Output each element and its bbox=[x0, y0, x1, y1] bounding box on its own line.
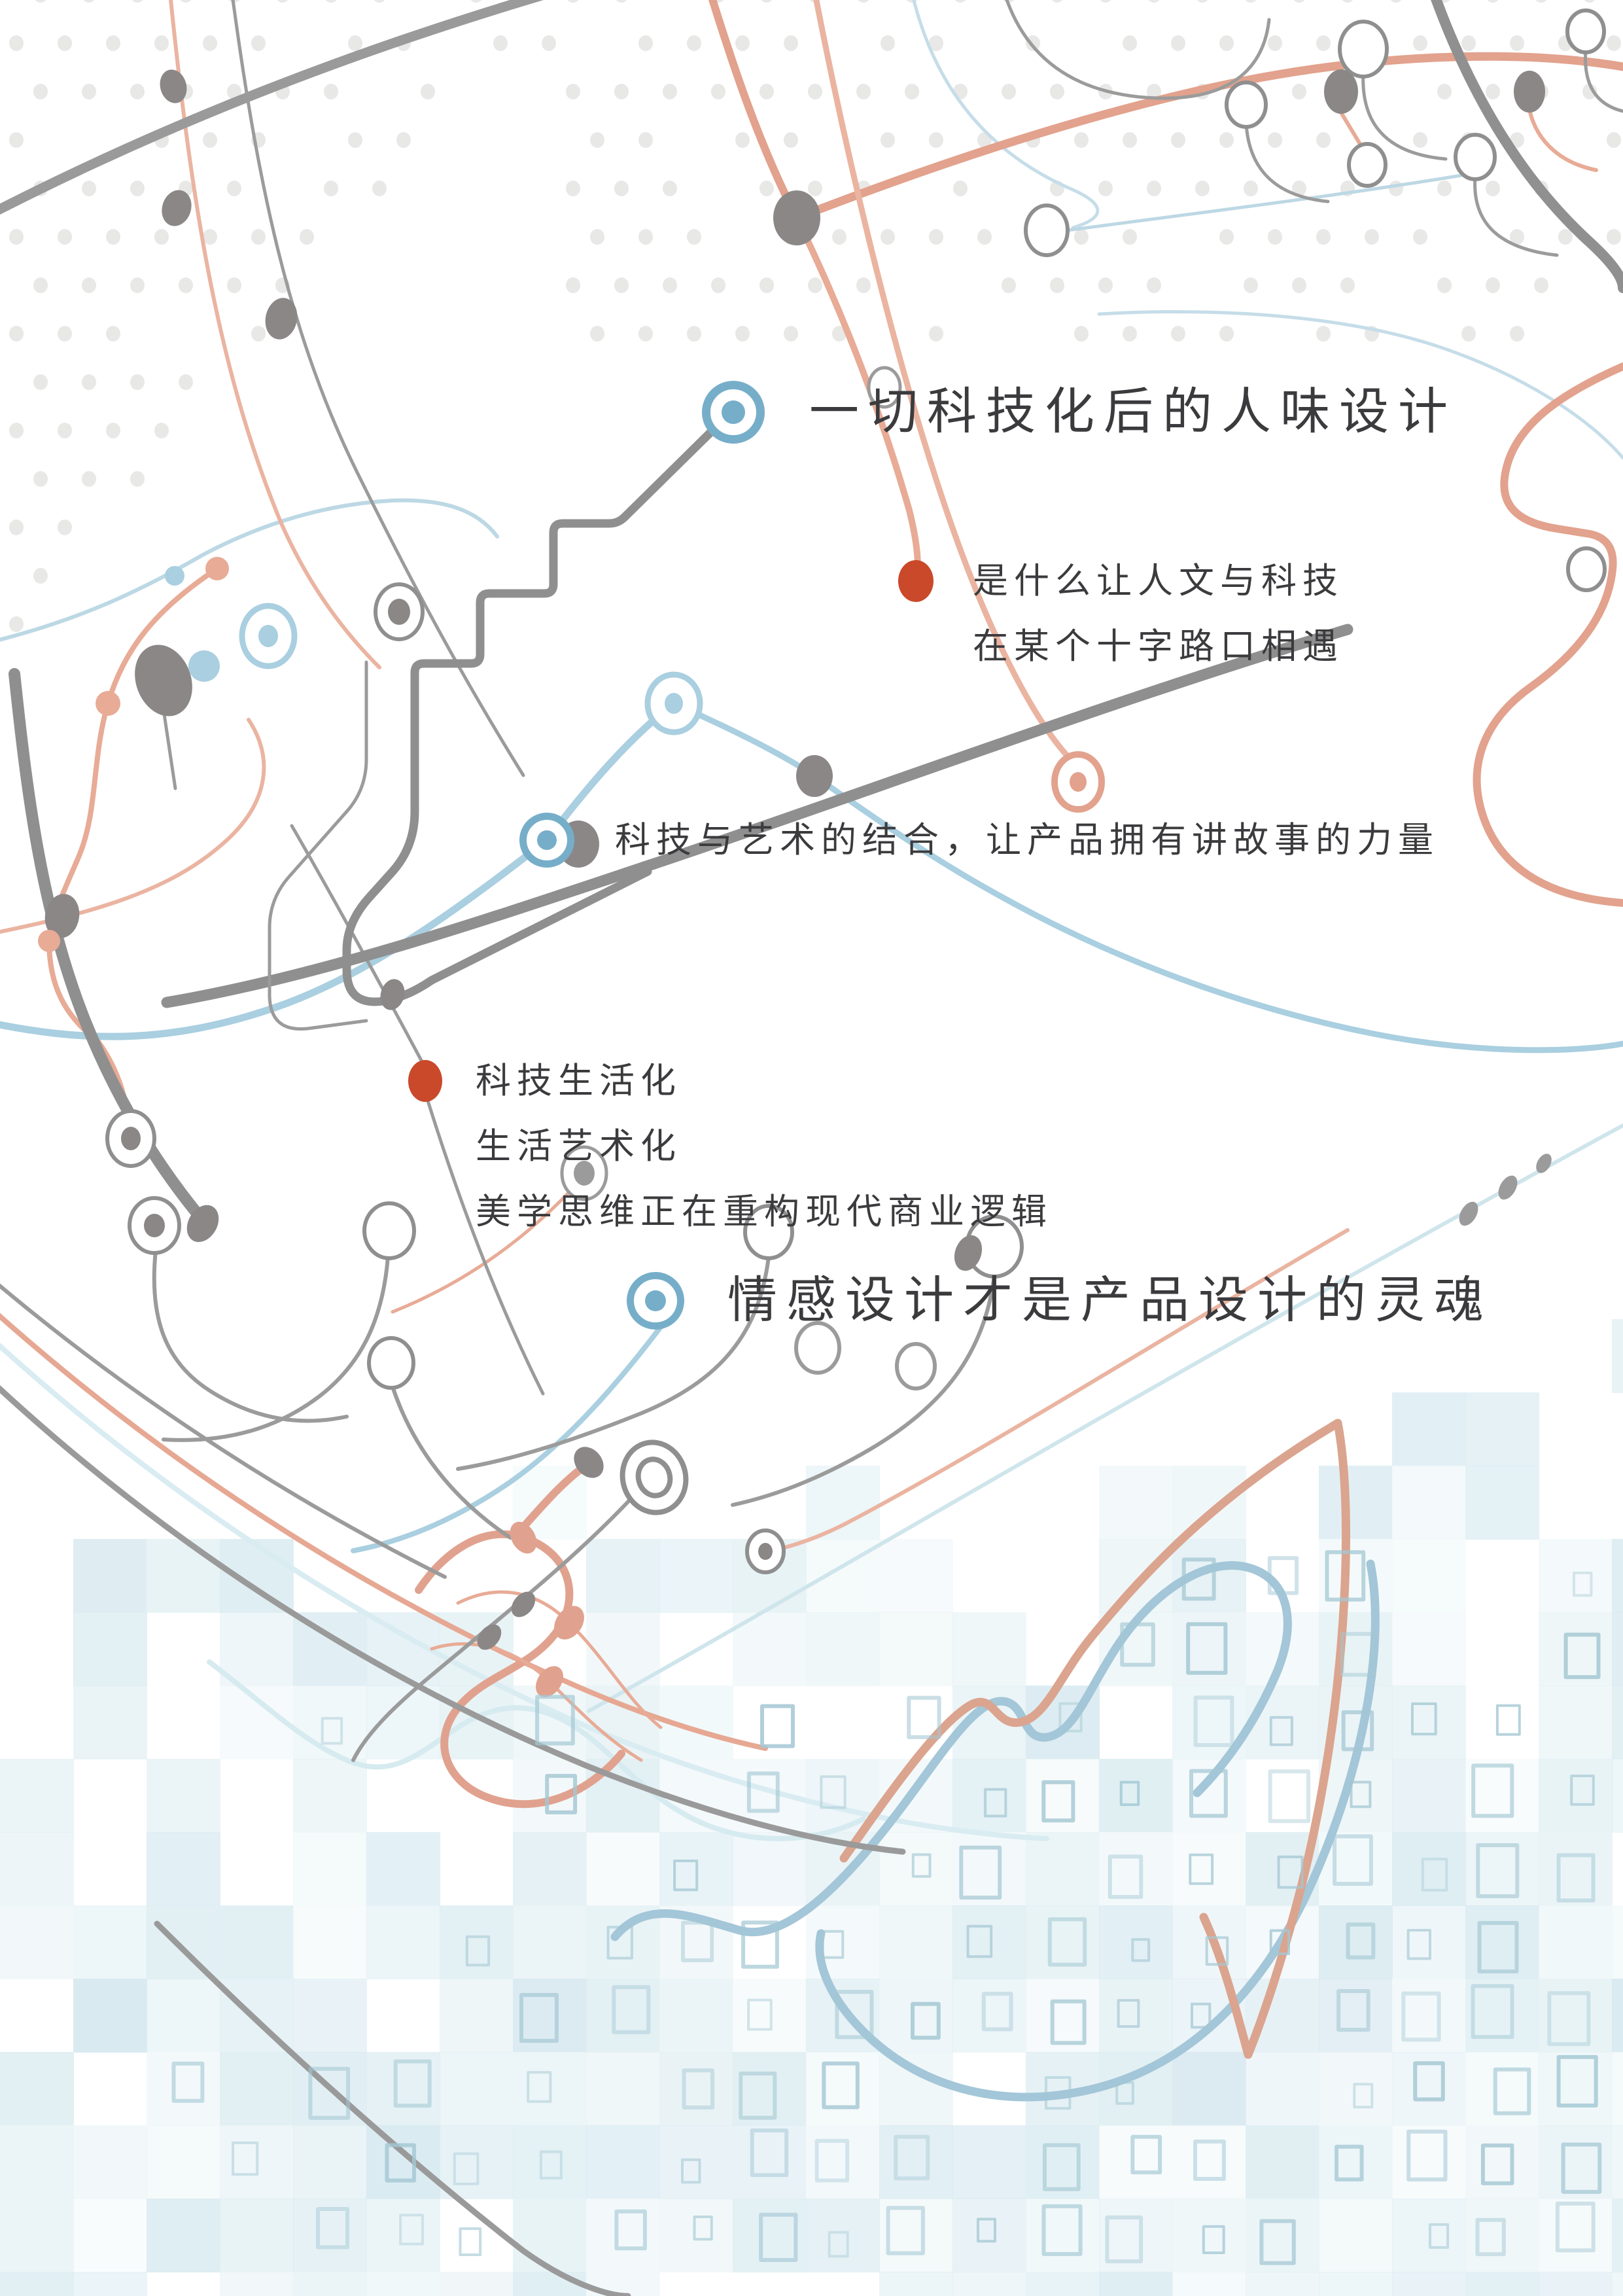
outlined-squares bbox=[171, 1550, 1602, 2265]
dot-icon bbox=[408, 1060, 442, 1102]
headline-2-text: 情感设计才是产品设计的灵魂 bbox=[727, 1273, 1493, 1328]
dot-icon bbox=[898, 560, 934, 602]
annotation-headline-2: 情感设计才是产品设计的灵魂 bbox=[627, 1265, 1493, 1337]
headline-1-text: 一切科技化后的人味设计 bbox=[809, 384, 1457, 440]
target-ring-icon bbox=[519, 813, 574, 868]
target-ring-icon bbox=[627, 1272, 684, 1330]
note-1-text: 是什么让人文与科技 在某个十字路口相遇 bbox=[973, 561, 1344, 666]
note-2-text: 科技与艺术的结合，让产品拥有讲故事的力量 bbox=[615, 821, 1439, 860]
note-3-text: 科技生活化 生活艺术化 美学思维正在重构现代商业逻辑 bbox=[476, 1061, 1053, 1231]
target-ring-icon bbox=[702, 381, 765, 444]
annotation-note-2: 科技与艺术的结合，让产品拥有讲故事的力量 bbox=[519, 807, 1439, 873]
annotation-headline-1: 一切科技化后的人味设计 bbox=[702, 376, 1457, 448]
annotation-note-1: 是什么让人文与科技 在某个十字路口相遇 bbox=[898, 548, 1344, 679]
annotation-note-3: 科技生活化 生活艺术化 美学思维正在重构现代商业逻辑 bbox=[408, 1048, 1053, 1245]
